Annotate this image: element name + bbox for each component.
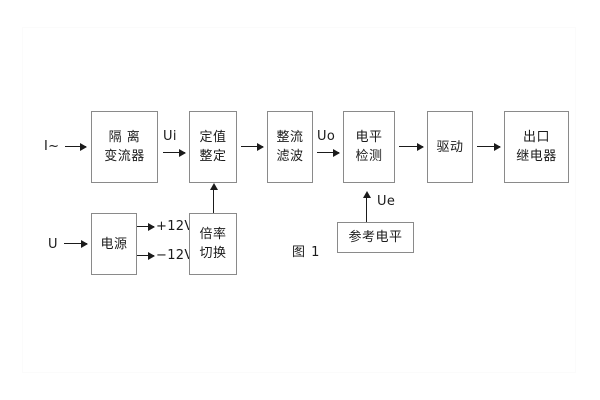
- arrow-range-switch-to-setting: [209, 183, 218, 213]
- block-isolation-ct-line2: 变流器: [104, 149, 145, 164]
- signal-ui-label: Ui: [163, 129, 177, 144]
- arrow-rectify-to-level: [317, 148, 340, 157]
- block-power-supply-line1: 电源: [100, 236, 128, 252]
- block-rectify-filter-line1: 整流: [276, 129, 304, 145]
- block-setting-line2: 整定: [199, 149, 227, 164]
- arrow-drive-to-relay: [477, 142, 501, 151]
- rail-positive-label: +12V: [156, 219, 194, 234]
- block-level-detect-line1: 电平: [355, 129, 383, 145]
- block-output-relay[interactable]: 出口 继电器: [504, 111, 569, 183]
- block-output-relay-line2: 继电器: [516, 149, 557, 164]
- current-input-label: I~: [44, 139, 60, 154]
- block-reference-level[interactable]: 参考电平: [337, 222, 414, 253]
- block-range-switch[interactable]: 倍率 切换: [189, 213, 237, 275]
- block-level-detect[interactable]: 电平 检测: [343, 111, 395, 183]
- block-range-switch-line2: 切换: [199, 246, 227, 261]
- diagram-frame: [22, 27, 576, 373]
- arrow-reference-to-level-detect: [362, 191, 371, 222]
- arrow-voltage-to-power: [64, 239, 88, 248]
- figure-caption: 图 1: [292, 245, 321, 260]
- block-setting[interactable]: 定值 整定: [189, 111, 237, 183]
- block-isolation-ct-line1: 隔 离: [108, 129, 141, 145]
- rail-negative-label: −12V: [156, 248, 194, 263]
- arrow-isolation-to-setting: [163, 148, 186, 157]
- arrow-setting-to-rectify: [241, 142, 264, 151]
- arrow-current-to-isolation: [65, 142, 87, 151]
- block-setting-line1: 定值: [199, 129, 227, 145]
- block-drive-line1: 驱动: [436, 139, 464, 155]
- voltage-input-label: U: [48, 237, 58, 252]
- block-rectify-filter[interactable]: 整流 滤波: [267, 111, 313, 183]
- arrow-level-to-drive: [399, 142, 424, 151]
- block-range-switch-line1: 倍率: [199, 226, 227, 242]
- block-drive[interactable]: 驱动: [427, 111, 473, 183]
- signal-ue-label: Ue: [377, 194, 396, 209]
- signal-uo-label: Uo: [317, 129, 336, 144]
- block-rectify-filter-line2: 滤波: [276, 149, 304, 164]
- arrow-rail-positive: [137, 222, 155, 231]
- block-level-detect-line2: 检测: [355, 149, 383, 164]
- block-power-supply[interactable]: 电源: [91, 213, 137, 275]
- block-reference-level-line1: 参考电平: [348, 230, 403, 245]
- block-isolation-ct[interactable]: 隔 离 变流器: [91, 111, 158, 183]
- arrow-rail-negative: [137, 251, 155, 260]
- block-output-relay-line1: 出口: [522, 129, 550, 145]
